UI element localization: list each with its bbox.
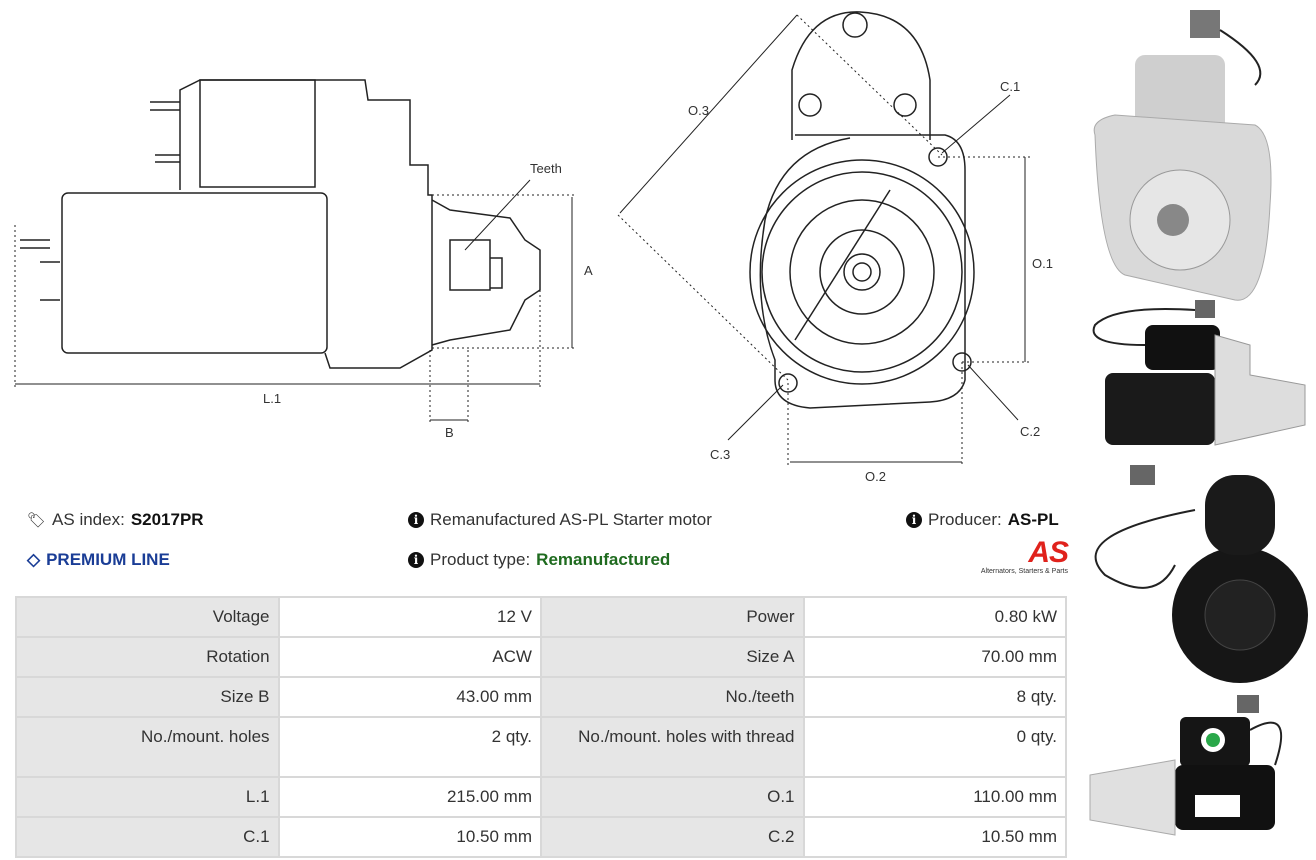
as-index-value: S2017PR — [130, 510, 204, 529]
label-o1: O.1 — [1032, 256, 1053, 271]
description-text: Remanufactured AS-PL Starter motor — [430, 510, 712, 529]
front-view-drawing: O.3 C.1 O.1 C.2 O.2 C.3 — [617, 11, 1053, 484]
spec-value: 12 V — [279, 598, 540, 636]
premium-line-label: PREMIUM LINE — [46, 550, 170, 569]
tags-icon: 🏷 — [27, 512, 47, 529]
producer-label: Producer: — [928, 510, 1002, 529]
spec-value: 215.00 mm — [279, 778, 540, 816]
logo-tagline: Alternators, Starters & Parts — [980, 568, 1068, 575]
diamond-icon: ◇ — [27, 550, 41, 569]
info-icon: i — [408, 512, 424, 528]
spec-label: No./mount. holes with thread — [541, 718, 803, 776]
spec-value: 10.50 mm — [804, 818, 1065, 856]
info-icon: i — [408, 552, 424, 568]
product-type: i Product type: Remanufactured — [408, 550, 670, 570]
spec-value: 2 qty. — [279, 718, 540, 776]
spec-value: 0.80 kW — [804, 598, 1065, 636]
photo-angle[interactable] — [1089, 695, 1283, 836]
spec-value: 43.00 mm — [279, 678, 540, 716]
product-type-label: Product type: — [430, 550, 531, 569]
description: i Remanufactured AS-PL Starter motor — [408, 510, 712, 530]
spec-label: No./teeth — [541, 678, 803, 716]
spec-label: Size A — [541, 638, 803, 676]
logo-mark: AS — [1028, 536, 1069, 569]
side-view-drawing: Teeth A L.1 B — [14, 79, 593, 440]
photo-rear[interactable] — [1094, 465, 1308, 683]
producer-value: AS-PL — [1007, 510, 1059, 529]
info-icon: i — [906, 512, 922, 528]
label-c2: C.2 — [1020, 424, 1040, 439]
spec-label: O.1 — [541, 778, 803, 816]
spec-value: 8 qty. — [804, 678, 1065, 716]
label-a: A — [584, 263, 593, 278]
spec-label: C.2 — [541, 818, 803, 856]
photo-side[interactable] — [1092, 300, 1306, 446]
label-l1: L.1 — [263, 391, 281, 406]
spec-label: Size B — [17, 678, 278, 716]
product-type-value: Remanufactured — [536, 550, 671, 569]
as-index-label: AS index: — [52, 510, 125, 529]
spec-label: C.1 — [17, 818, 278, 856]
spec-label: L.1 — [17, 778, 278, 816]
spec-label: Voltage — [17, 598, 278, 636]
spec-label: Power — [541, 598, 803, 636]
label-teeth: Teeth — [530, 161, 562, 176]
photo-front[interactable] — [1093, 10, 1272, 301]
label-c1: C.1 — [1000, 79, 1020, 94]
spec-value: 110.00 mm — [804, 778, 1065, 816]
spec-value: 10.50 mm — [279, 818, 540, 856]
spec-label: No./mount. holes — [17, 718, 278, 776]
label-o3: O.3 — [688, 103, 709, 118]
label-c3: C.3 — [710, 447, 730, 462]
label-b: B — [445, 425, 454, 440]
label-o2: O.2 — [865, 469, 886, 484]
product-photos — [1089, 10, 1308, 836]
premium-line[interactable]: ◇ PREMIUM LINE — [27, 550, 170, 570]
as-index: 🏷 AS index: S2017PR — [27, 510, 204, 530]
spec-label: Rotation — [17, 638, 278, 676]
spec-value: 70.00 mm — [804, 638, 1065, 676]
spec-value: ACW — [279, 638, 540, 676]
producer: i Producer: AS-PL — [906, 510, 1059, 530]
spec-value: 0 qty. — [804, 718, 1065, 776]
as-pl-logo: AS Alternators, Starters & Parts — [966, 536, 1069, 576]
